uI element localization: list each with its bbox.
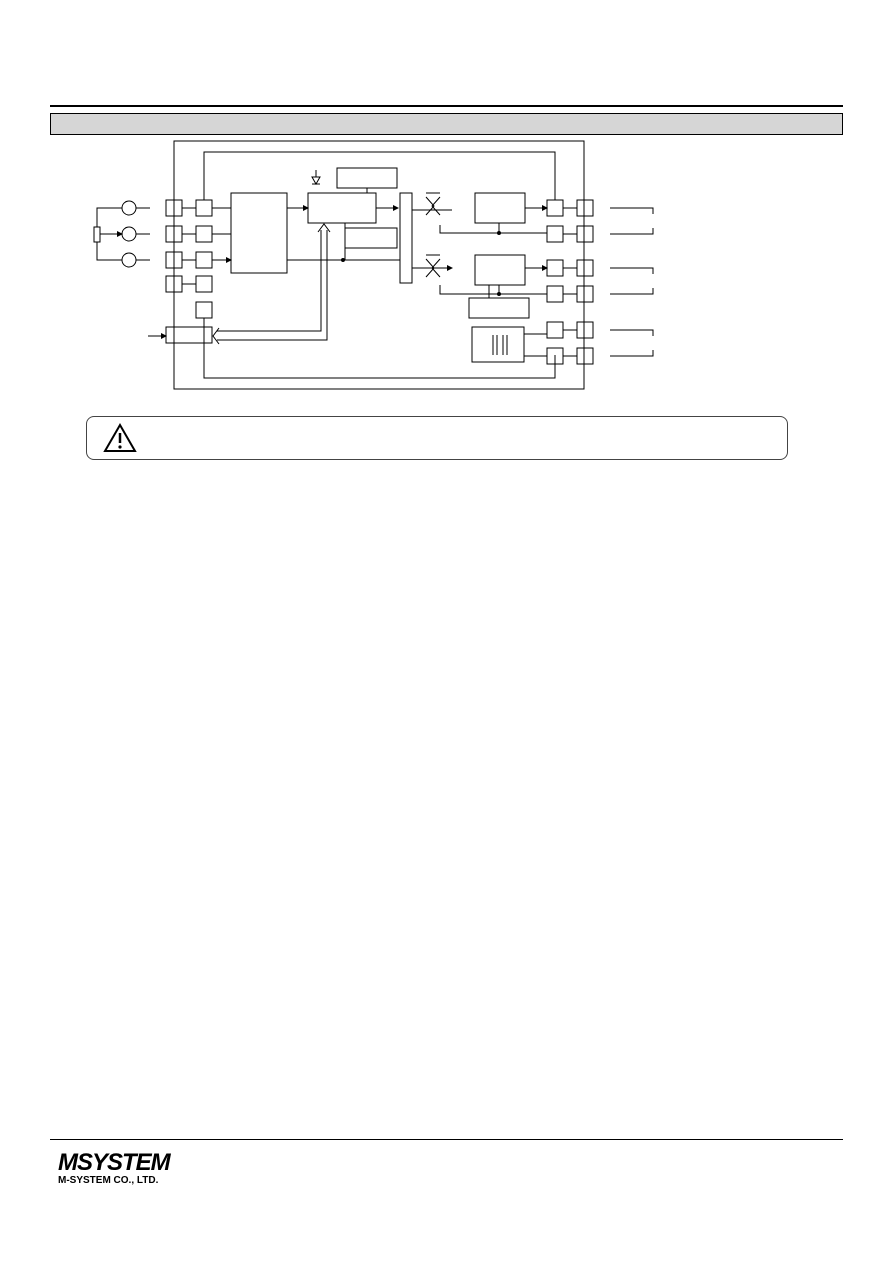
input-terminal-circle <box>121 226 137 242</box>
led-icon <box>311 176 321 186</box>
terminal-block <box>576 285 594 303</box>
warning-triangle-icon <box>103 423 137 452</box>
terminal-block <box>576 347 594 365</box>
terminal-block <box>546 285 564 303</box>
input-circuit-block <box>230 192 288 274</box>
terminal-block <box>576 259 594 277</box>
terminal-block <box>576 199 594 217</box>
input-terminal-circle <box>121 200 137 216</box>
terminal-block <box>576 321 594 339</box>
block-diagram <box>93 140 654 390</box>
terminal-block <box>195 301 213 319</box>
output-circuit-block <box>474 192 526 224</box>
footer-rule <box>50 1139 843 1140</box>
input-terminal-circle <box>121 252 137 268</box>
outer-enclosure <box>173 140 585 390</box>
output-circuit-block <box>474 254 526 286</box>
transformer-block <box>471 326 525 363</box>
cpu-block <box>307 192 377 224</box>
logo-wordmark: MSYSTEM <box>58 1149 172 1176</box>
terminal-block <box>546 225 564 243</box>
potentiometer-symbol <box>93 226 101 243</box>
terminal-block <box>195 199 213 217</box>
display-block <box>336 167 398 189</box>
isolation-barrier <box>399 192 413 284</box>
warning-notice <box>86 416 788 460</box>
terminal-block <box>195 251 213 269</box>
memory-block <box>344 227 398 249</box>
company-name: M-SYSTEM CO., LTD. <box>58 1175 159 1186</box>
header-rule <box>50 105 843 107</box>
section-header-bar <box>50 113 843 135</box>
terminal-block <box>195 275 213 293</box>
terminal-block <box>195 225 213 243</box>
terminal-block <box>546 259 564 277</box>
terminal-block <box>546 321 564 339</box>
terminal-block <box>546 199 564 217</box>
company-logo: MSYSTEM M-SYSTEM CO., LTD. <box>58 1148 188 1188</box>
terminal-block <box>576 225 594 243</box>
power-supply-block <box>165 326 213 344</box>
sub-block <box>468 297 530 319</box>
